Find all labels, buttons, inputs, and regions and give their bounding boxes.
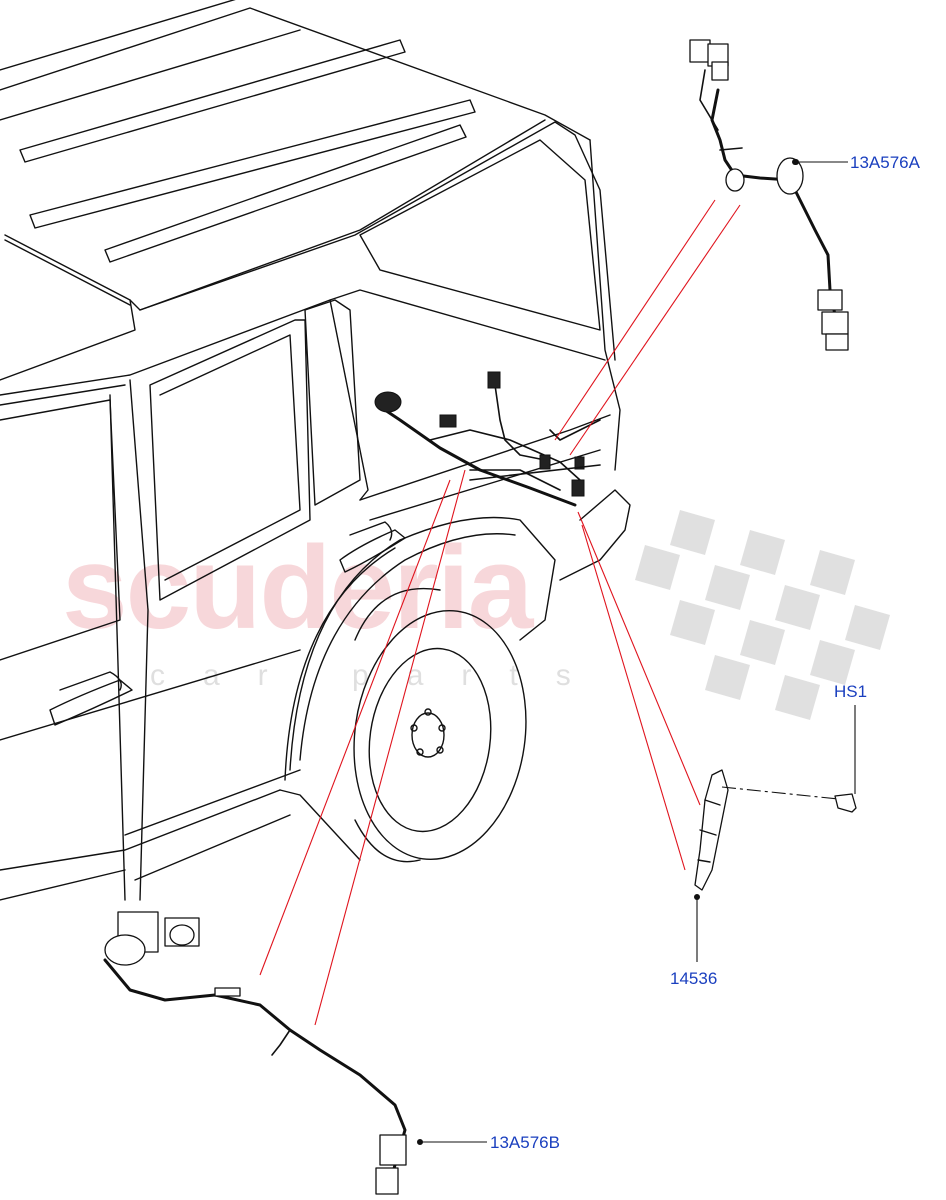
watermark-tagline: car parts	[150, 659, 609, 692]
installed-harness	[374, 371, 601, 507]
harness-13a576a	[689, 39, 849, 351]
callout-leaders	[417, 159, 856, 1145]
callout-14536: 14536	[670, 969, 717, 988]
screw-hs1	[721, 786, 857, 813]
harness-13a576b	[103, 911, 407, 1195]
watermark-brand: scuderia	[62, 522, 535, 654]
callout-hs1: HS1	[834, 682, 867, 701]
vehicle-outline	[0, 0, 631, 901]
callout-13a576a: 13A576A	[850, 153, 921, 172]
callout-13a576b: 13A576B	[490, 1133, 560, 1152]
bracket-14536	[694, 769, 729, 891]
watermark-checker-flag	[635, 510, 890, 720]
reference-lines	[259, 199, 741, 1026]
